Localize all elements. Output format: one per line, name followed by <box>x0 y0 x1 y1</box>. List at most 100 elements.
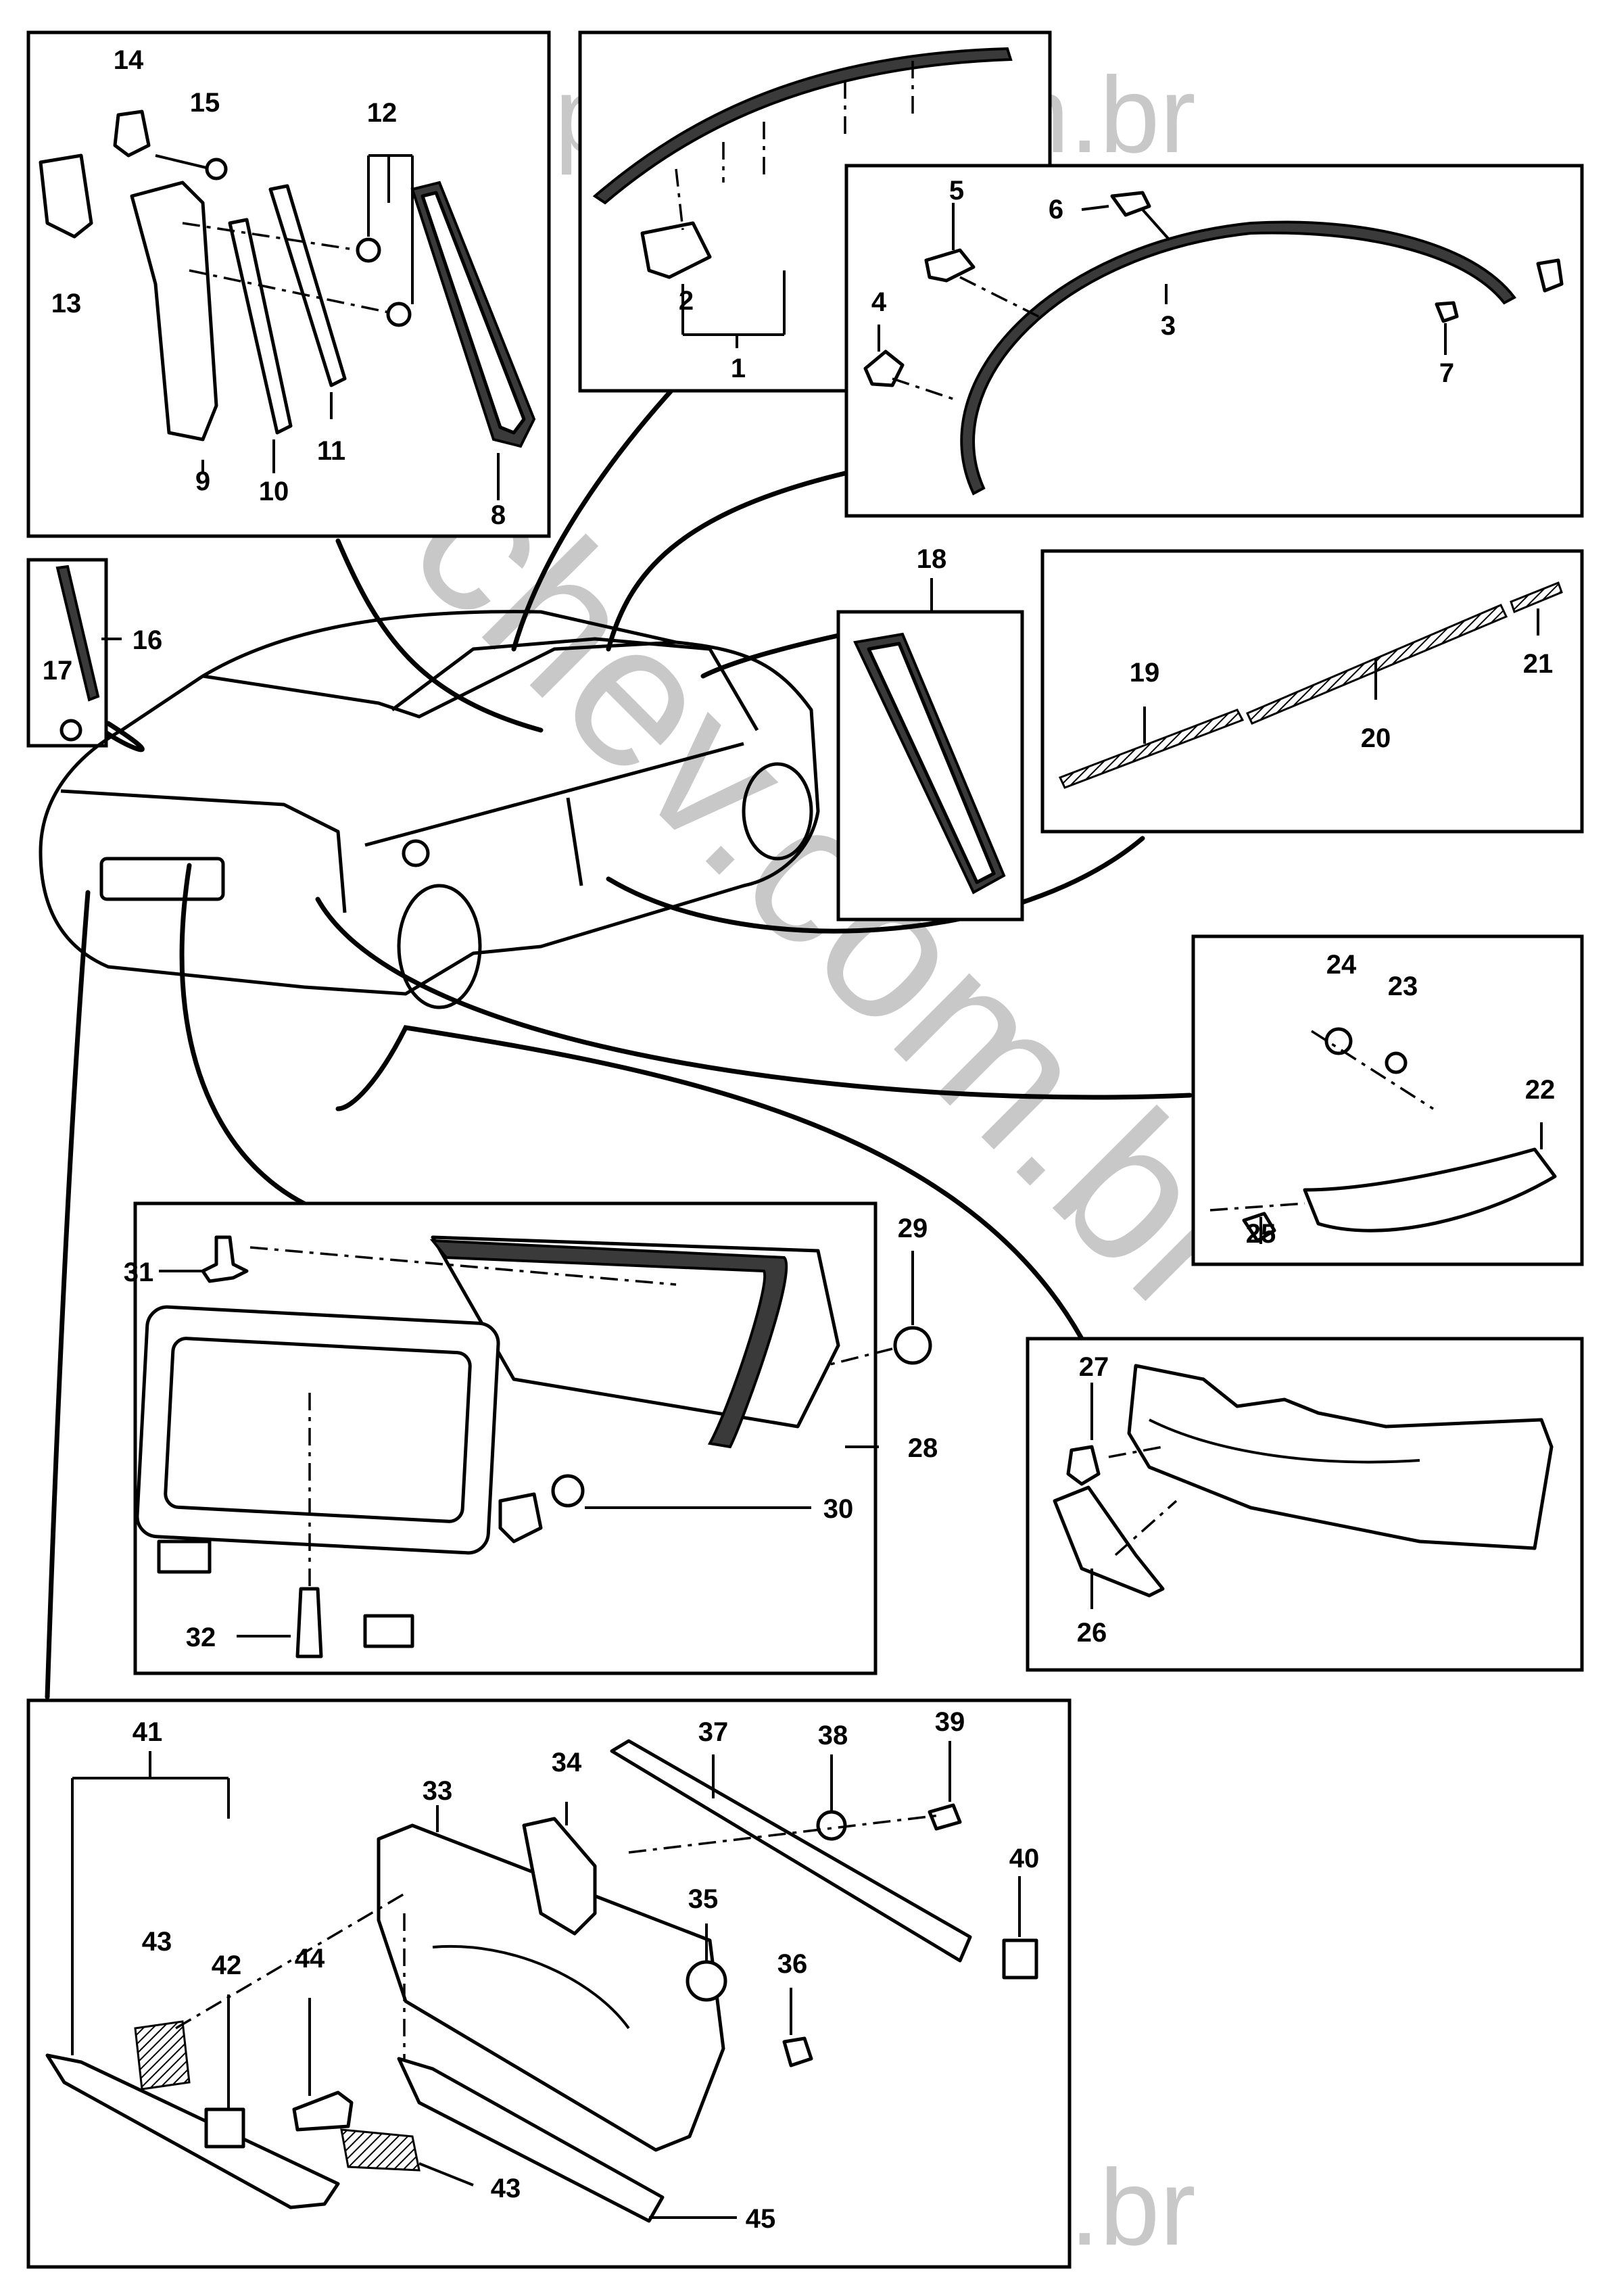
clip-25 <box>1242 1212 1276 1243</box>
callout-33: 33 <box>423 1776 453 1806</box>
car-beltline <box>202 640 677 719</box>
dash-27 <box>1108 1445 1163 1458</box>
bolt-44 <box>292 2090 354 2132</box>
panel-frame <box>844 164 1584 518</box>
callout-19: 19 <box>1130 658 1160 688</box>
line-6 <box>1081 205 1109 211</box>
callout-17: 17 <box>43 656 73 686</box>
car-illustration <box>39 610 820 1009</box>
line-15 <box>155 154 207 169</box>
callout-28: 28 <box>908 1433 938 1463</box>
pad-a <box>157 1539 212 1574</box>
dash-23 <box>1311 1030 1434 1110</box>
callout-2: 2 <box>679 286 694 316</box>
callout-37: 37 <box>698 1717 729 1747</box>
callout-8: 8 <box>491 500 506 530</box>
car-roofline <box>391 637 759 732</box>
callout-41: 41 <box>133 1717 163 1747</box>
callout-26: 26 <box>1077 1618 1107 1648</box>
pillar-9 <box>130 181 218 441</box>
grommet-35 <box>686 1960 727 2002</box>
callout-39: 39 <box>935 1707 965 1737</box>
panel-pillar-trims: 14 15 12 13 9 10 11 8 <box>26 30 551 538</box>
dash-25 <box>1209 1202 1305 1212</box>
callout-43a: 43 <box>142 1927 172 1957</box>
end-cap <box>1536 258 1564 293</box>
plate-frame-inner <box>164 1337 472 1523</box>
clip-30b <box>498 1492 543 1544</box>
dash-4 <box>892 377 954 400</box>
callout-38: 38 <box>818 1721 848 1750</box>
car-trunk-lid <box>60 789 347 913</box>
callout-23: 23 <box>1388 972 1418 1001</box>
drip-molding-1 <box>592 47 1013 205</box>
bracket-34 <box>522 1817 597 1936</box>
leader-box-c <box>606 471 848 652</box>
callout-13: 13 <box>51 289 82 318</box>
car-door-line <box>364 742 744 847</box>
callout-29: 29 <box>898 1214 928 1243</box>
molding-21 <box>1510 581 1563 614</box>
callout-14: 14 <box>114 45 144 75</box>
bumper-31 <box>201 1235 249 1283</box>
callout-44: 44 <box>295 1944 325 1974</box>
bumper-crease <box>1149 1418 1420 1464</box>
callout-34: 34 <box>552 1748 582 1777</box>
rear-bumper-fascia <box>1127 1364 1554 1550</box>
callout-22: 22 <box>1525 1075 1556 1105</box>
callout-21: 21 <box>1523 649 1554 679</box>
car-fuel-door <box>402 839 430 867</box>
leader-box-18 <box>700 633 841 679</box>
callout-7: 7 <box>1439 358 1454 388</box>
trim-11 <box>268 184 347 387</box>
callout-24: 24 <box>1326 950 1357 980</box>
callout-12: 12 <box>367 98 398 128</box>
dash-29 <box>824 1347 893 1367</box>
lower-molding-41 <box>45 2053 340 2209</box>
car-body <box>39 610 820 996</box>
callout-11: 11 <box>317 436 345 466</box>
car-door-seam <box>566 797 583 886</box>
leader-box-22 <box>315 896 1193 1100</box>
callout-27: 27 <box>1079 1352 1109 1382</box>
clip-6 <box>1110 191 1151 217</box>
clip-4 <box>863 350 905 387</box>
callout-25: 25 <box>1246 1219 1276 1249</box>
clip-5 <box>924 248 976 283</box>
trim-10 <box>228 218 293 435</box>
screw-12a <box>356 237 381 263</box>
panel-reflector: 24 23 22 25 <box>1191 934 1584 1266</box>
seal-45 <box>397 2057 665 2223</box>
callout-9: 9 <box>195 467 210 496</box>
panel-door-molding: 5 6 4 3 7 <box>844 164 1584 518</box>
dash-37 <box>628 1814 940 1854</box>
pad-b <box>363 1614 414 1648</box>
callout-30: 30 <box>823 1494 854 1524</box>
panel-side-moldings: 19 20 21 <box>1040 549 1584 834</box>
callout-5: 5 <box>949 176 964 206</box>
dash-31 <box>249 1246 677 1286</box>
quarter-trim-18-inner <box>867 642 996 884</box>
screw-39 <box>928 1803 962 1831</box>
nut-40 <box>1002 1938 1038 1980</box>
reflector-43a <box>134 2020 191 2090</box>
clip-14 <box>113 110 151 158</box>
seal-28 <box>429 1239 788 1449</box>
reflector-43b <box>340 2128 421 2172</box>
frame-molding-3 <box>960 220 1517 496</box>
screw-15 <box>205 158 228 181</box>
panel-tail-garnish: 41 43 42 44 33 34 37 38 39 40 35 36 43 4… <box>26 1698 1072 2269</box>
line-43b <box>418 2162 474 2186</box>
callout-20: 20 <box>1361 723 1391 753</box>
car-plate-recess <box>99 857 225 901</box>
leader-box-27 <box>335 1025 1084 1341</box>
dash-5 <box>959 276 1042 319</box>
callout-1: 1 <box>731 354 746 383</box>
leader-box-a <box>335 538 544 733</box>
callout-42: 42 <box>212 1951 242 1980</box>
line-6b <box>1141 208 1171 241</box>
callout-18: 18 <box>917 544 947 574</box>
dash-43 <box>175 1892 406 2030</box>
garnish-33-contour <box>432 1944 630 2030</box>
